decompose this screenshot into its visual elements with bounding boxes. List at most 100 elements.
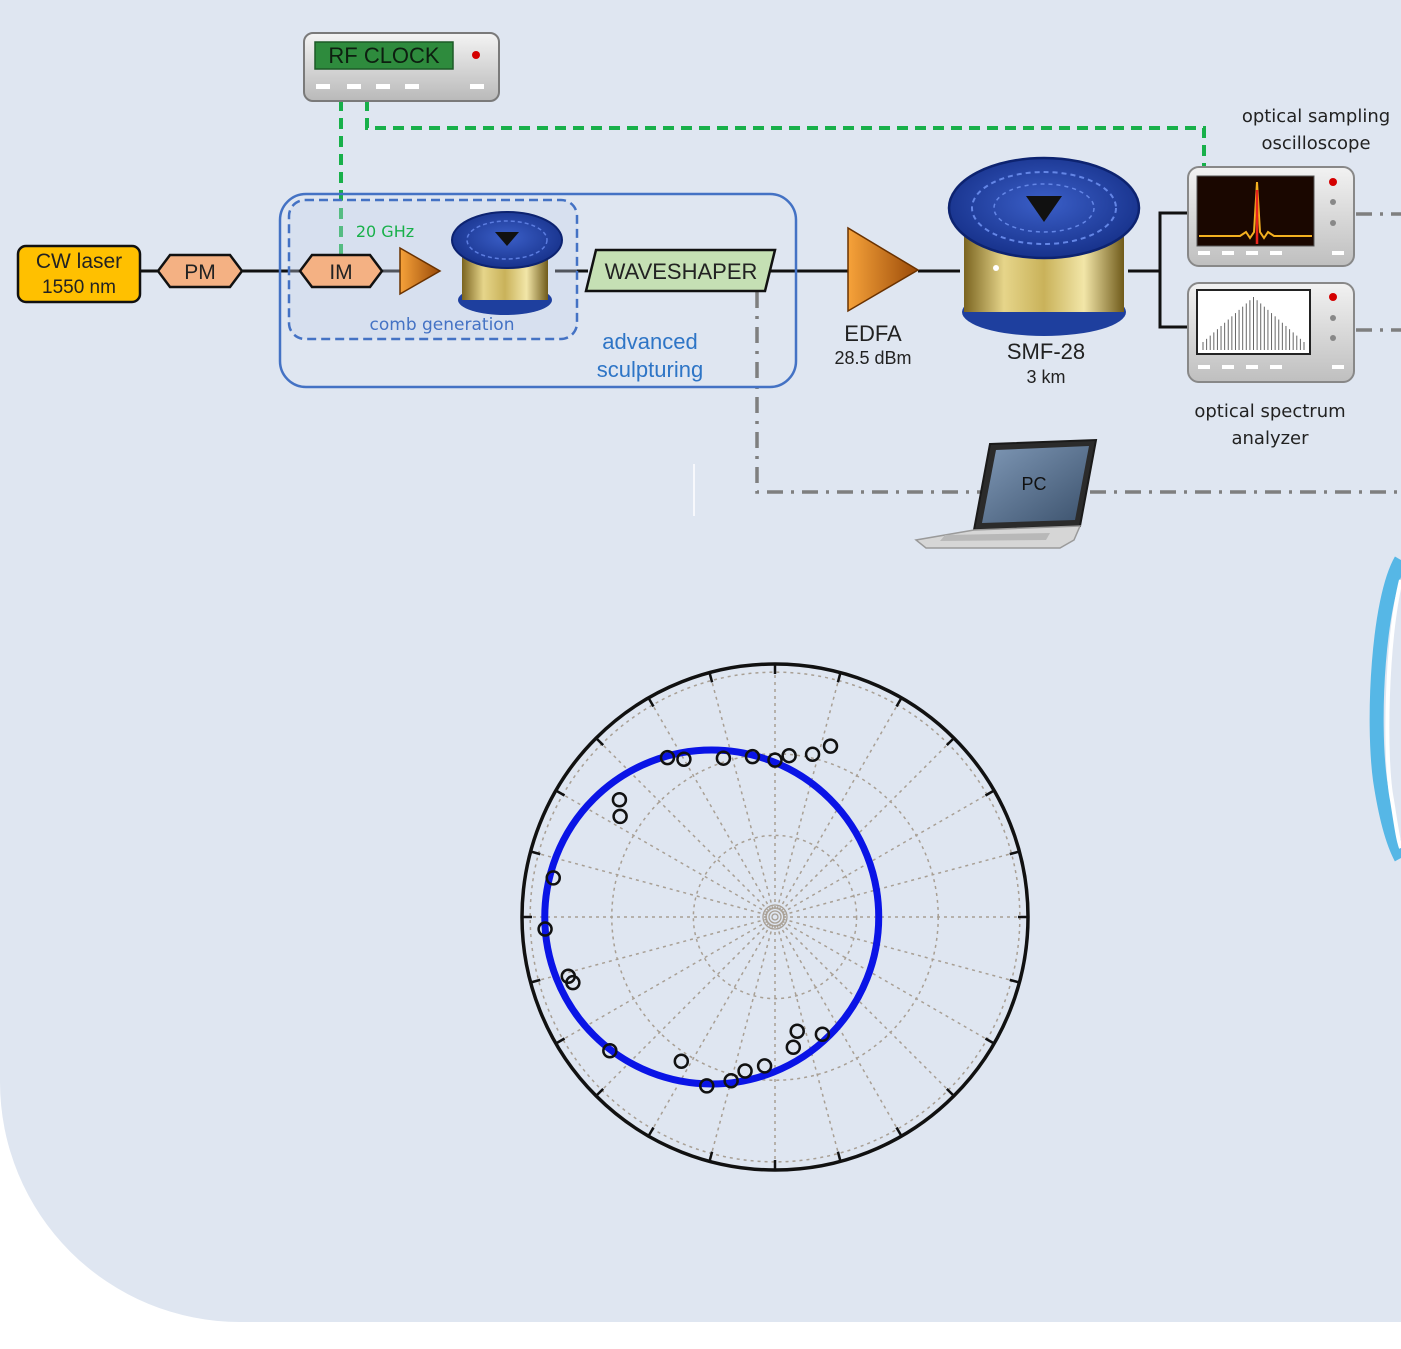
tick-mark	[836, 1151, 842, 1162]
tick-mark	[895, 1126, 903, 1137]
data-point	[814, 1026, 831, 1043]
data-point	[676, 751, 692, 767]
data-point	[715, 750, 732, 766]
center-mark	[765, 907, 785, 927]
smf28-spool-icon	[947, 156, 1141, 336]
data-point	[673, 1053, 690, 1070]
grid-spoke	[782, 850, 1020, 916]
cw-laser: CW laser 1550 nm	[16, 244, 142, 304]
center-mark	[768, 910, 782, 924]
phase-modulator: PM	[156, 253, 244, 289]
waveshaper: WAVESHAPER	[584, 248, 777, 293]
grid-ring	[692, 834, 858, 1000]
tick-mark	[595, 1087, 605, 1097]
laser-wavelength: 1550 nm	[42, 277, 116, 298]
grid-spoke	[708, 672, 774, 910]
rf-clock-label: RF CLOCK	[328, 43, 440, 68]
oscilloscope-label-line1: optical sampling	[1242, 106, 1390, 127]
pm-label: PM	[184, 261, 216, 284]
tick-mark	[984, 1037, 995, 1045]
edfa-icon	[847, 226, 920, 313]
center-mark	[771, 913, 779, 921]
grid-spoke	[647, 697, 772, 911]
tick-mark	[708, 1151, 714, 1162]
fiber-lines	[140, 211, 1188, 329]
advanced-label-line2: sculpturing	[597, 357, 703, 382]
spectrum-analyzer	[1187, 282, 1355, 383]
data-point	[785, 1039, 802, 1056]
data-point	[545, 870, 562, 886]
grid-spoke	[781, 789, 995, 914]
tick-mark	[555, 1037, 566, 1045]
center-mark	[762, 904, 788, 930]
data-point	[756, 1058, 773, 1074]
edfa: EDFA 28.5 dBm	[834, 226, 920, 368]
grid-spoke	[555, 789, 769, 914]
data-point	[565, 974, 581, 991]
tick-mark	[984, 789, 995, 797]
grid-spoke	[595, 922, 770, 1097]
comb-fiber-spool-icon	[451, 211, 563, 315]
waveshaper-label: WAVESHAPER	[605, 259, 758, 284]
grid-spoke	[782, 918, 1020, 984]
data-point	[612, 808, 628, 825]
data-point	[767, 752, 783, 768]
data-point	[611, 792, 628, 808]
polar-ticks	[522, 664, 1028, 1170]
polar-grid	[522, 664, 1028, 1170]
data-point	[781, 747, 797, 764]
data-point	[602, 1042, 618, 1059]
grid-spoke	[781, 920, 995, 1045]
diagram-background	[0, 0, 1401, 1322]
tick-mark	[1009, 978, 1020, 984]
tick-mark	[647, 1126, 655, 1137]
grid-spoke	[776, 924, 842, 1162]
comb-amplifier-icon	[399, 246, 442, 296]
tick-mark	[836, 672, 842, 683]
grid-spoke	[595, 737, 770, 912]
data-point	[744, 748, 761, 765]
control-lines	[755, 212, 1401, 494]
accent-arc	[1369, 556, 1401, 862]
grid-spoke	[776, 672, 842, 910]
smf-length: 3 km	[1026, 367, 1065, 387]
accent-arc-highlight	[1385, 579, 1401, 849]
tick-mark	[945, 1087, 955, 1097]
tick-mark	[555, 789, 566, 797]
data-point	[723, 1072, 739, 1089]
edfa-label: EDFA	[844, 321, 902, 346]
grid-spoke	[778, 923, 903, 1137]
grid-spoke	[530, 850, 768, 916]
pc-laptop-icon: PC	[914, 438, 1098, 549]
data-point	[537, 921, 553, 937]
smf-label: SMF-28	[1007, 339, 1085, 364]
tick-mark	[945, 737, 955, 747]
rf-clock-lines	[339, 100, 1206, 258]
tick-mark	[647, 697, 655, 708]
comb-generation-label: comb generation	[370, 315, 515, 335]
data-point	[804, 746, 821, 763]
intensity-modulator: IM	[298, 253, 384, 289]
im-label: IM	[329, 261, 352, 284]
tick-mark	[530, 978, 541, 984]
grid-spoke	[778, 697, 903, 911]
tick-mark	[530, 850, 541, 856]
pc-label: PC	[1021, 474, 1046, 494]
osa-label-line2: analyzer	[1231, 428, 1309, 449]
rf-clock: RF CLOCK	[303, 32, 500, 102]
data-point	[789, 1023, 805, 1039]
grid-spoke	[647, 923, 772, 1137]
polar-chart	[520, 662, 1030, 1172]
advanced-label-line1: advanced	[602, 329, 697, 354]
laser-label: CW laser	[36, 250, 122, 273]
rf-frequency-label: 20 GHz	[356, 222, 414, 241]
tick-mark	[895, 697, 903, 708]
edfa-power: 28.5 dBm	[834, 348, 911, 368]
tick-mark	[1009, 850, 1020, 856]
data-point	[699, 1078, 715, 1094]
tick-mark	[595, 737, 605, 747]
advanced-sculpturing-box	[278, 192, 798, 389]
polar-points	[537, 738, 839, 1094]
tick-mark	[708, 672, 714, 683]
